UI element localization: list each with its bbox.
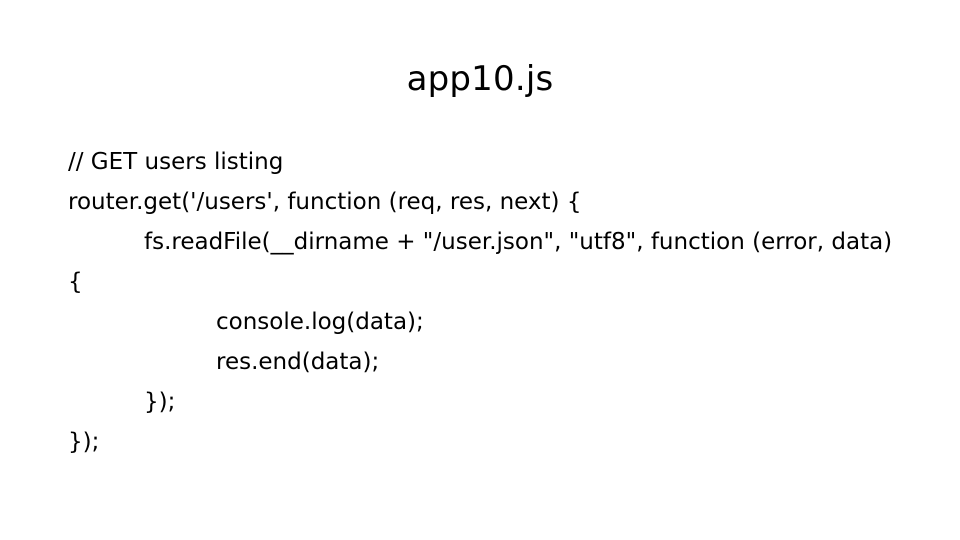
code-line: }); bbox=[144, 389, 176, 415]
code-line: }); bbox=[68, 429, 100, 455]
code-block: // GET users listing router.get('/users'… bbox=[68, 142, 898, 462]
code-line: fs.readFile(__dirname + "/user.json", "u… bbox=[68, 229, 900, 295]
code-line: // GET users listing bbox=[68, 149, 284, 175]
page-title: app10.js bbox=[406, 59, 554, 99]
code-line: res.end(data); bbox=[216, 349, 380, 375]
code-line: console.log(data); bbox=[216, 309, 424, 335]
code-line: router.get('/users', function (req, res,… bbox=[68, 189, 582, 215]
